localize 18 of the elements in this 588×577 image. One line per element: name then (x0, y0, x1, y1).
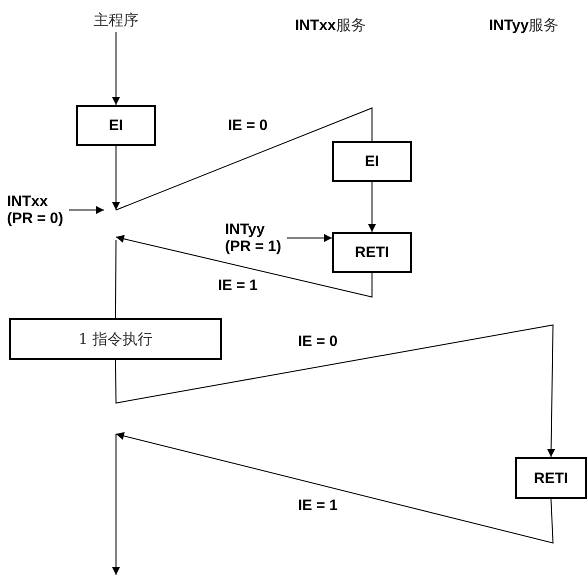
process-box: RETI (515, 457, 587, 499)
signal-label: INTyy (PR = 1) (225, 217, 287, 259)
process-box: 1 指令执行 (9, 318, 222, 360)
flow-arrow (115, 324, 556, 458)
column-heading: INTxx服务 (295, 16, 366, 35)
flow-arrow (286, 234, 332, 242)
signal-label: INTxx (PR = 0) (7, 189, 69, 231)
flow-arrow (116, 432, 554, 544)
signal-label: 主程序 (81, 8, 151, 32)
flow-arrow (368, 182, 376, 232)
flow-arrow (112, 32, 120, 106)
process-box: EI (332, 141, 412, 182)
process-box: RETI (332, 232, 412, 273)
column-heading: INTyy服务 (489, 16, 559, 35)
flow-arrow (68, 206, 104, 214)
flow-arrow (116, 234, 372, 298)
process-box: EI (76, 105, 156, 146)
flow-arrow (112, 146, 120, 210)
